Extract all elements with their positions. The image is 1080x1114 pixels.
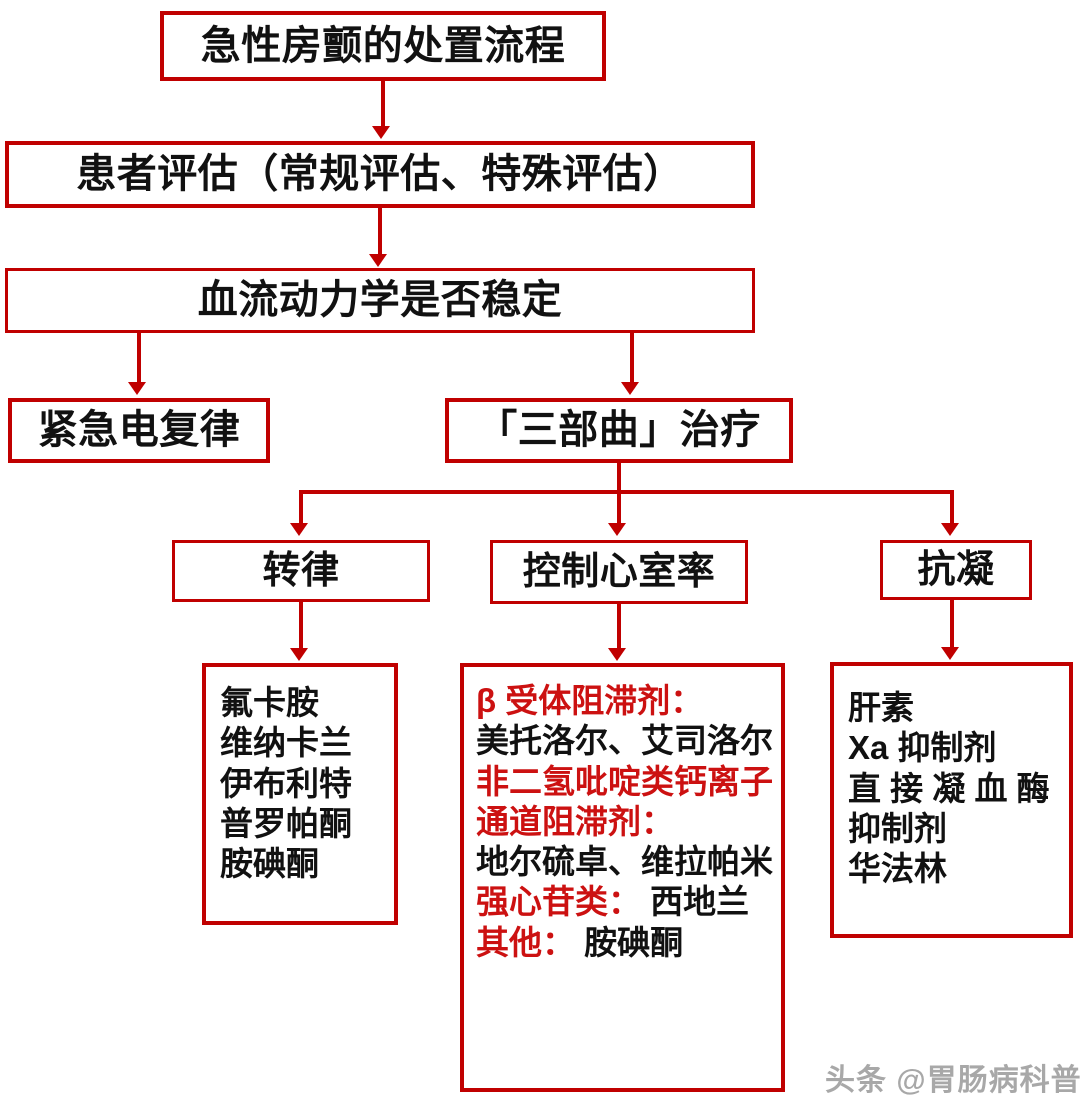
node-title: 急性房颤的处置流程: [160, 11, 606, 81]
connector-assessment-to-hemodynamic: [378, 208, 382, 255]
connector-rhythm-to-drugs: [299, 602, 303, 649]
list-item: 非二氢吡啶类钙离子通道阻滞剂：: [476, 762, 773, 843]
list-item-body: 胺碘酮: [575, 923, 684, 961]
list-item: 氟卡胺: [220, 684, 319, 721]
list-anticoagulation-drugs: 肝素 Xa 抑制剂 直 接 凝 血 酶 抑制剂 华法林: [830, 662, 1073, 938]
arrowhead-hemodynamic-to-triad: [621, 382, 639, 395]
node-anticoagulation: 抗凝: [880, 540, 1032, 600]
list-item: 华法林: [848, 850, 947, 887]
list-item: Xa 抑制剂: [848, 729, 997, 767]
connector-hemodynamic-right-drop: [630, 333, 634, 383]
arrowhead-anticoag-to-drugs: [941, 647, 959, 660]
list-item-body: 美托洛尔、艾司洛尔: [476, 722, 773, 760]
connector-title-to-assessment: [381, 81, 385, 127]
connector-hemodynamic-left-drop: [137, 333, 141, 383]
list-item: 伊布利特: [220, 764, 352, 802]
list-item: 美托洛尔、艾司洛尔: [476, 721, 773, 761]
node-hemodynamic-stability-label: 血流动力学是否稳定: [197, 278, 563, 323]
node-anticoagulation-label: 抗凝: [917, 548, 995, 591]
node-rhythm-control-label: 转律: [262, 549, 340, 592]
list-item-body: 西地兰: [641, 883, 750, 921]
connector-bus-to-anticoag: [950, 490, 954, 524]
arrowhead-rate-to-drugs: [608, 648, 626, 661]
connector-triad-bus: [299, 490, 954, 494]
node-patient-assessment-label: 患者评估（常规评估、特殊评估）: [76, 152, 684, 197]
list-item: 胺碘酮: [220, 845, 319, 882]
connector-bus-to-rhythm: [299, 490, 303, 524]
arrowhead-title-to-assessment: [372, 126, 390, 139]
arrowhead-bus-to-rate: [608, 523, 626, 536]
list-item: 地尔硫卓、维拉帕米: [476, 842, 773, 882]
list-item: 直 接 凝 血 酶: [848, 769, 1050, 807]
list-item: 强心苷类： 西地兰: [476, 882, 773, 922]
connector-rate-to-drugs: [617, 604, 621, 649]
node-rate-control-label: 控制心室率: [522, 550, 716, 593]
arrowhead-rhythm-to-drugs: [290, 648, 308, 661]
list-item-body: 地尔硫卓、维拉帕米: [476, 843, 773, 880]
arrowhead-bus-to-anticoag: [941, 523, 959, 536]
connector-bus-to-rate: [617, 490, 621, 524]
list-item: 抑制剂: [848, 809, 947, 847]
node-triad-therapy: 「三部曲」治疗: [445, 398, 793, 463]
list-rhythm-control-drugs: 氟卡胺 维纳卡兰 伊布利特 普罗帕酮 胺碘酮: [202, 663, 398, 925]
node-title-label: 急性房颤的处置流程: [200, 23, 566, 68]
connector-anticoag-to-drugs: [950, 600, 954, 648]
arrowhead-assessment-to-hemodynamic: [369, 254, 387, 267]
node-triad-therapy-label: 「三部曲」治疗: [477, 408, 761, 453]
list-rate-control-drugs: β 受体阻滞剂： 美托洛尔、艾司洛尔 非二氢吡啶类钙离子通道阻滞剂： 地尔硫卓、…: [460, 663, 785, 1092]
list-item-header: 强心苷类：: [476, 883, 641, 921]
node-hemodynamic-stability: 血流动力学是否稳定: [5, 268, 755, 333]
watermark: 头条 @胃肠病科普: [825, 1064, 1080, 1097]
list-item: 肝素: [848, 689, 914, 726]
connector-triad-drop: [617, 463, 621, 493]
node-rhythm-control: 转律: [172, 540, 430, 602]
node-emergency-cardioversion-label: 紧急电复律: [37, 408, 241, 453]
list-item: 其他： 胺碘酮: [476, 923, 773, 963]
list-item-header: β 受体阻滞剂：: [476, 682, 704, 719]
node-patient-assessment: 患者评估（常规评估、特殊评估）: [5, 141, 755, 208]
list-item: 普罗帕酮: [220, 804, 352, 842]
arrowhead-bus-to-rhythm: [290, 523, 308, 536]
node-rate-control: 控制心室率: [490, 540, 748, 604]
list-item: 维纳卡兰: [220, 724, 352, 762]
arrowhead-hemodynamic-to-cardioversion: [128, 382, 146, 395]
list-item-header: 其他：: [476, 923, 575, 961]
list-item-header: 非二氢吡啶类钙离子通道阻滞剂：: [476, 762, 773, 840]
node-emergency-cardioversion: 紧急电复律: [8, 398, 270, 463]
list-item: β 受体阻滞剂：: [476, 681, 773, 721]
